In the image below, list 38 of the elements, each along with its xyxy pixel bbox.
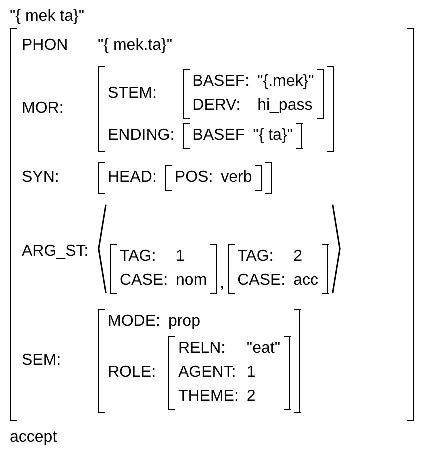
feature-name: DERV:: [192, 96, 242, 116]
feature-value: hi_pass: [258, 96, 314, 116]
feature-value: "{ mek.ta}": [98, 36, 174, 56]
feature-name: TAG:: [120, 247, 158, 267]
feature-name: ROLE:: [108, 363, 158, 383]
feature-name: RELN:: [178, 339, 227, 359]
feature-value: 1: [176, 247, 186, 267]
feature-name: CASE:: [238, 271, 286, 291]
heading-text: "{ mek ta}": [10, 7, 85, 27]
feature-name: CASE:: [120, 271, 168, 291]
feature-value: "{ ta}": [253, 126, 293, 146]
feature-value: 2: [246, 387, 257, 407]
feature-name: MOR:: [22, 99, 65, 119]
feature-value: verb: [221, 168, 252, 188]
feature-value: "{.mek}": [258, 72, 314, 92]
feature-name: BASEF: [192, 126, 246, 146]
feature-value: "eat": [246, 339, 281, 359]
feature-name: SYN:: [22, 168, 60, 188]
list-separator: ,: [220, 274, 225, 294]
feature-name: MODE:: [108, 312, 160, 332]
feature-name: HEAD:: [108, 168, 157, 188]
feature-name: STEM:: [108, 84, 158, 104]
feature-name: SEM:: [22, 351, 62, 371]
caption-text: accept: [10, 428, 58, 448]
angle-bracket-list: [98, 204, 341, 294]
feature-name: AGENT:: [178, 363, 238, 383]
feature-value: 2: [294, 247, 304, 267]
feature-name: TAG:: [238, 247, 275, 267]
feature-name: PHON: [22, 36, 70, 56]
feature-name: POS:: [174, 168, 214, 188]
feature-value: prop: [168, 312, 202, 332]
feature-name: ARG_ST:: [22, 242, 90, 262]
feature-value: nom: [176, 271, 208, 291]
feature-name: BASEF:: [192, 72, 250, 92]
feature-value: acc: [294, 271, 319, 291]
feature-value: 1: [246, 363, 257, 383]
feature-name: ENDING:: [108, 126, 175, 146]
feature-name: THEME:: [178, 387, 239, 407]
